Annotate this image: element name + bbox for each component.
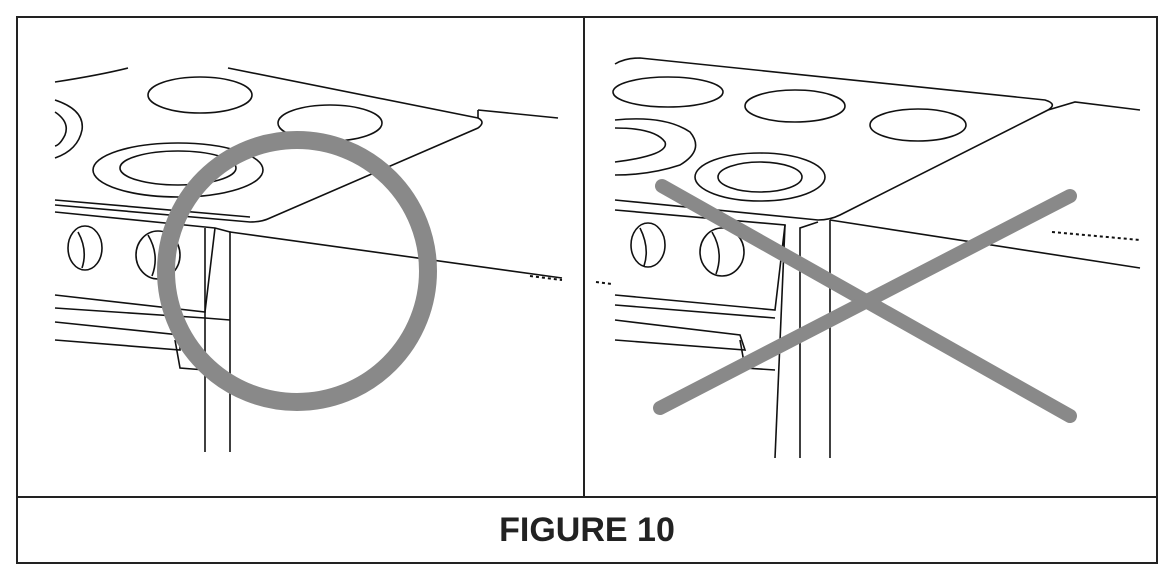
incorrect-x-mark bbox=[653, 179, 1077, 423]
figure-frame bbox=[16, 16, 1158, 564]
right-range-drawing bbox=[595, 57, 1141, 459]
correct-circle-mark bbox=[157, 131, 437, 411]
left-range-drawing bbox=[54, 67, 563, 452]
figure-caption: FIGURE 10 bbox=[499, 511, 675, 549]
